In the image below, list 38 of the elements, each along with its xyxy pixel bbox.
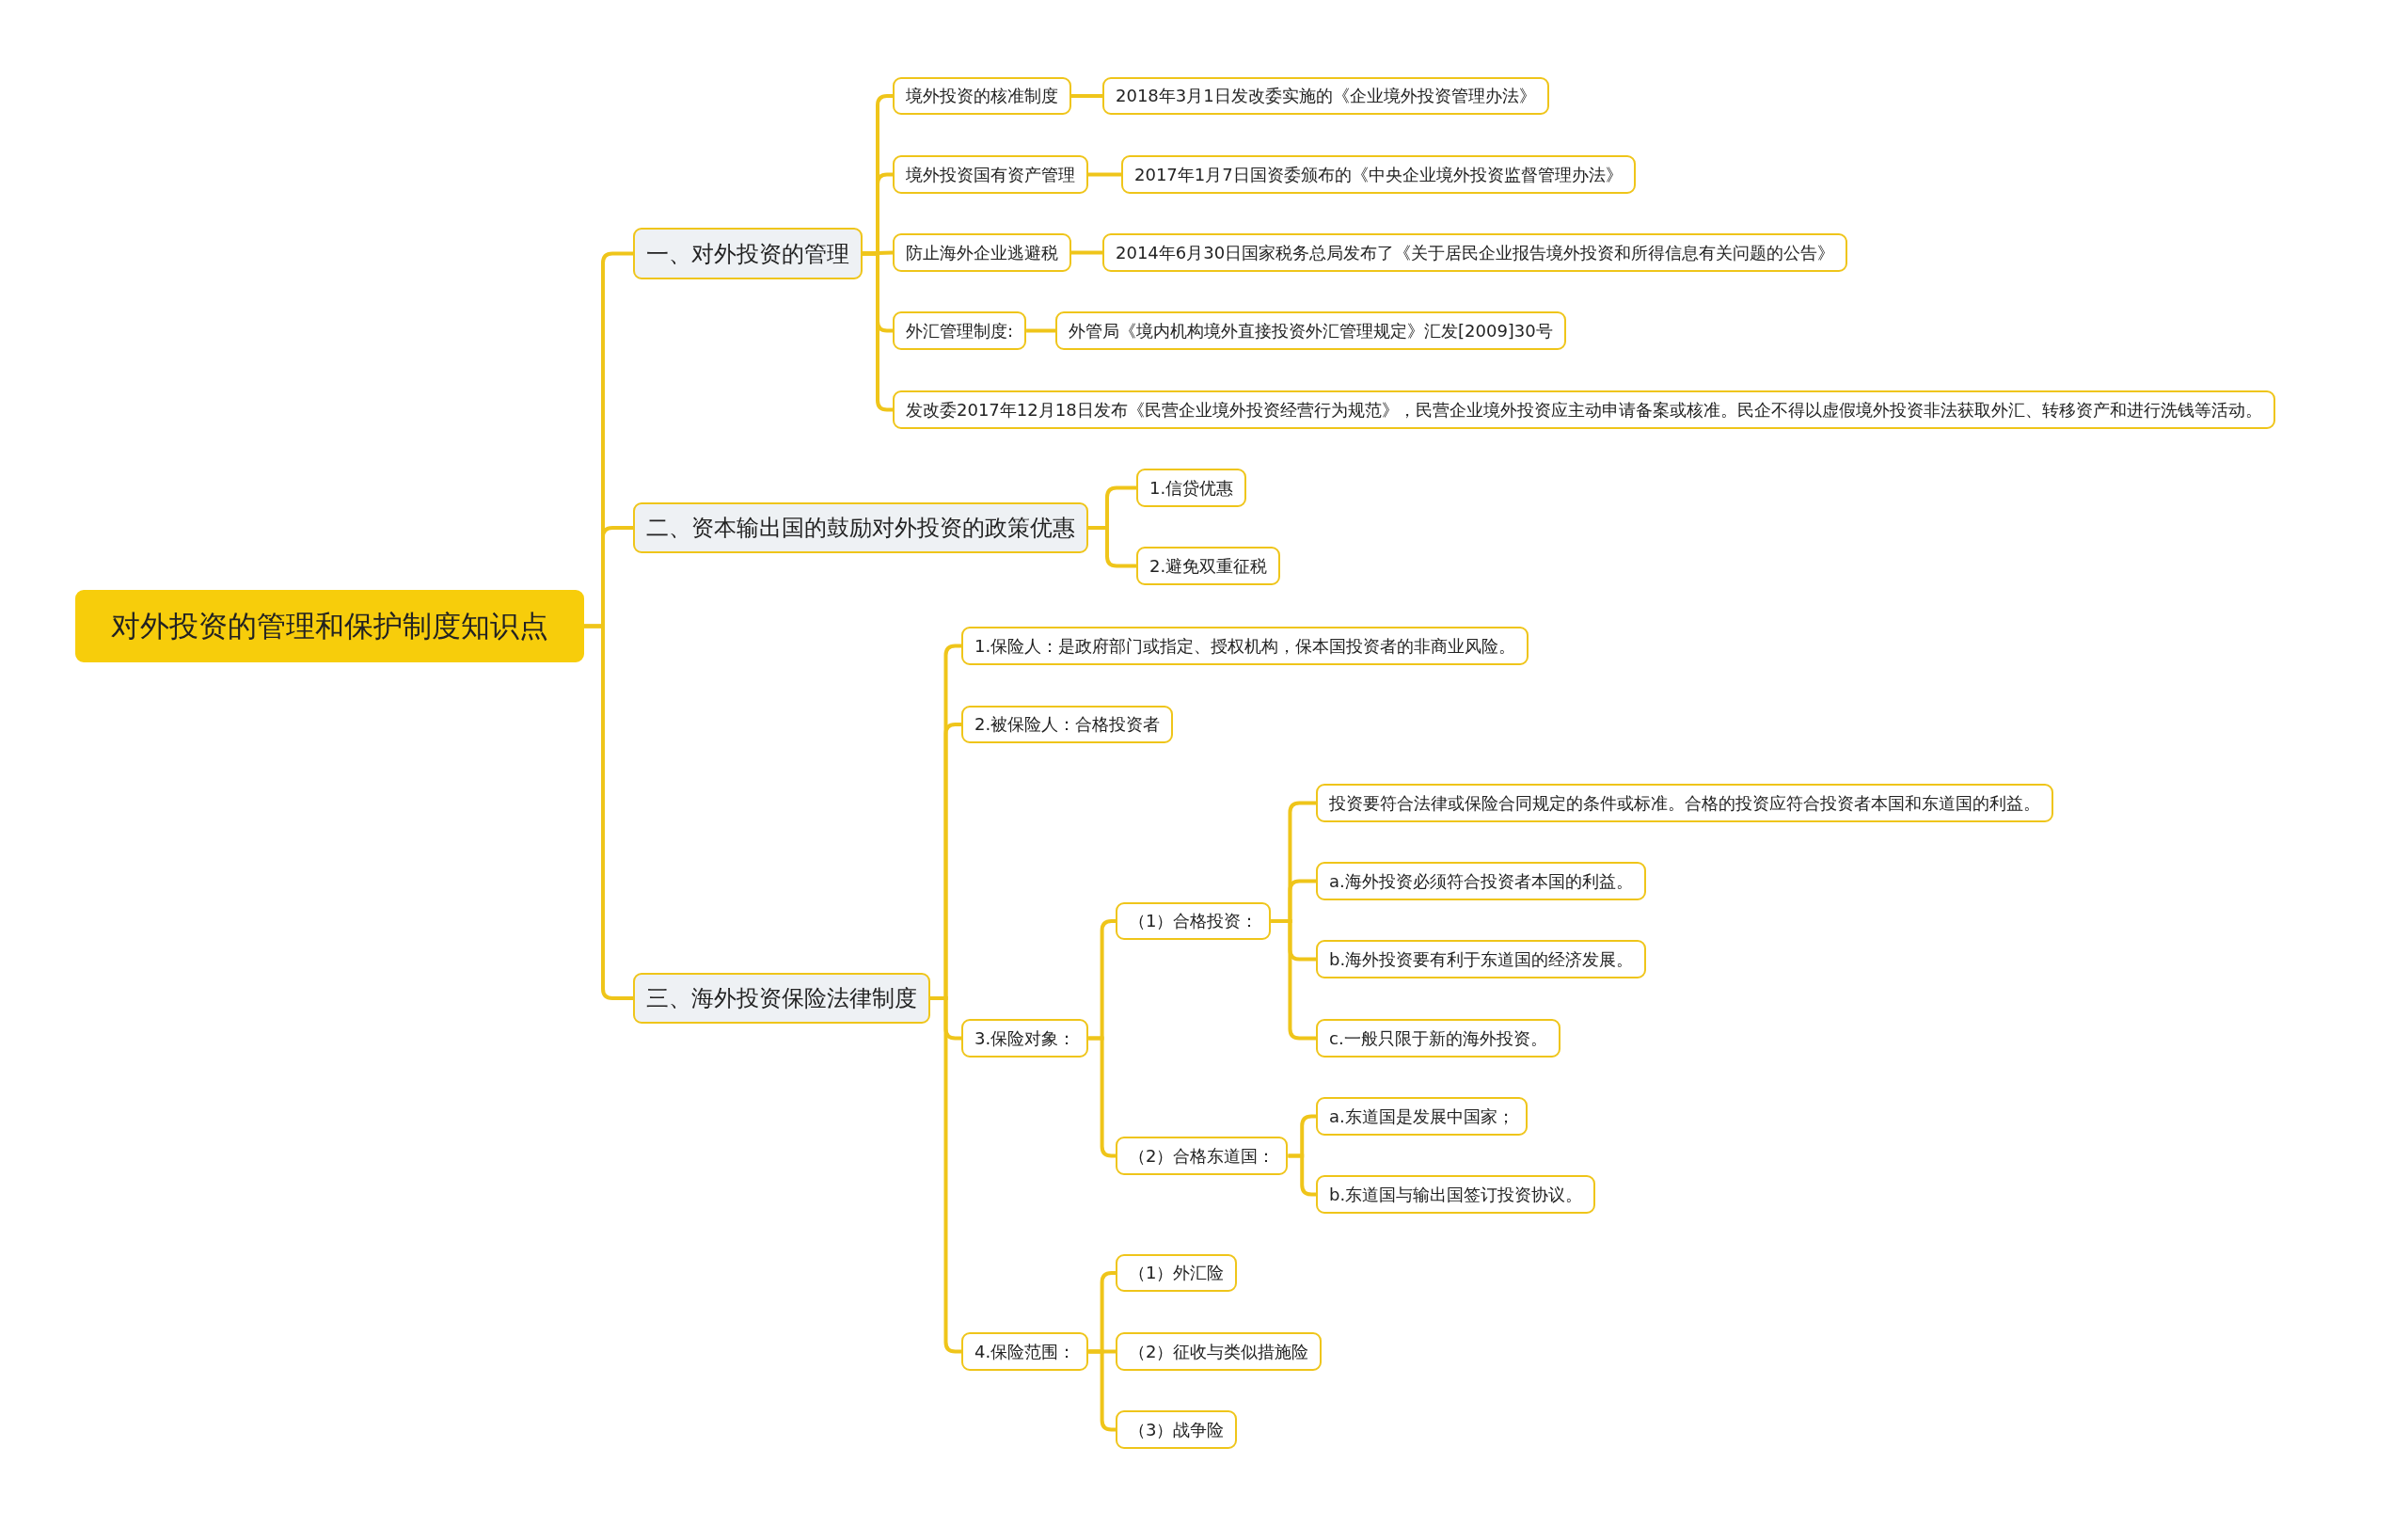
topic-box: 防止海外企业逃避税	[893, 233, 1071, 272]
branch-topic: 二、资本输出国的鼓励对外投资的政策优惠	[633, 502, 1088, 553]
topic-box: 发改委2017年12月18日发布《民营企业境外投资经营行为规范》，民营企业境外投资应主动申请备案或核准。民企不得以虚假境外投资非法获取外汇、转移资产和进行洗钱等活动。	[893, 390, 2275, 429]
topic-box: 2.避免双重征税	[1136, 547, 1281, 585]
topic-box: （1）合格投资：	[1116, 902, 1272, 940]
topic-box: 1.信贷优惠	[1136, 469, 1247, 507]
topic-box: 4.保险范围：	[961, 1332, 1089, 1371]
topic-box: 2017年1月7日国资委颁布的《中央企业境外投资监督管理办法》	[1121, 155, 1636, 194]
topic-box: （2）合格东道国：	[1116, 1137, 1289, 1175]
connector-line	[1071, 94, 1102, 98]
topic-box: a.海外投资必须符合投资者本国的利益。	[1316, 862, 1646, 900]
connector-line	[1071, 250, 1102, 255]
branch-topic: 三、海外投资保险法律制度	[633, 973, 930, 1024]
topic-box: 1.保险人：是政府部门或指定、授权机构，保本国投资者的非商业风险。	[961, 627, 1529, 665]
topic-box: c.一般只限于新的海外投资。	[1316, 1019, 1560, 1058]
branch-topic: 一、对外投资的管理	[633, 228, 863, 279]
connector-line	[1288, 1153, 1316, 1197]
connector-line	[862, 250, 894, 256]
topic-box: （2）征收与类似措施险	[1116, 1332, 1323, 1371]
topic-box: 境外投资国有资产管理	[893, 155, 1088, 194]
connector-line	[1271, 919, 1316, 1041]
connector-line	[863, 251, 893, 412]
topic-box: （1）外汇险	[1116, 1254, 1238, 1292]
connector-line	[1026, 328, 1055, 333]
topic-box: 境外投资的核准制度	[893, 77, 1071, 115]
topic-box: 2.被保险人：合格投资者	[961, 706, 1174, 743]
connector-line	[1088, 172, 1121, 177]
topic-box: 外汇管理制度:	[893, 311, 1027, 350]
topic-box: 投资要符合法律或保险合同规定的条件或标准。合格的投资应符合投资者本国和东道国的利益。	[1316, 784, 2053, 822]
topic-box: a.东道国是发展中国家；	[1316, 1097, 1528, 1136]
topic-box: （3）战争险	[1116, 1410, 1238, 1449]
topic-box: 2018年3月1日发改委实施的《企业境外投资管理办法》	[1102, 77, 1549, 115]
topic-box: 外管局《境内机构境外直接投资外汇管理规定》汇发[2009]30号	[1055, 311, 1566, 350]
topic-box: 2014年6月30日国家税务总局发布了《关于居民企业报告境外投资和所得信息有关问题的公告》	[1102, 233, 1848, 272]
topic-box: b.海外投资要有利于东道国的经济发展。	[1316, 940, 1647, 978]
topic-box: b.东道国与输出国签订投资协议。	[1316, 1175, 1596, 1214]
root-topic: 对外投资的管理和保护制度知识点	[75, 590, 584, 662]
topic-box: 3.保险对象：	[961, 1019, 1089, 1058]
